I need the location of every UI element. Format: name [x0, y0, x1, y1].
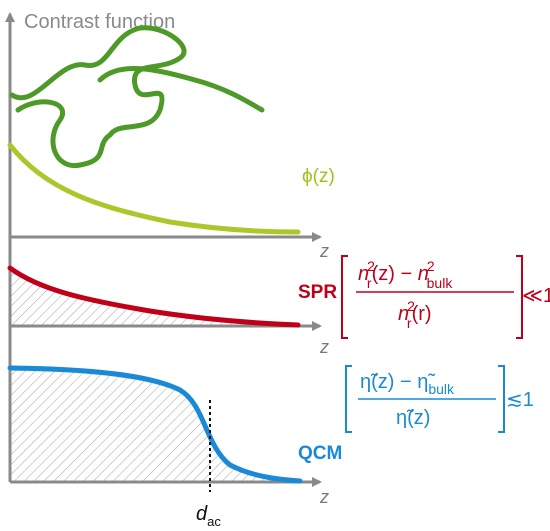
top-axis-label: z [319, 241, 329, 261]
polymer-chain-tail [97, 66, 265, 113]
qcm-hatched-area [10, 368, 300, 482]
phi-curve [7, 142, 301, 235]
spr-right-bracket [516, 255, 523, 339]
qcm-denominator: η̃(z) [396, 407, 430, 429]
spr-left-bracket [341, 255, 348, 339]
qcm-label: QCM [298, 443, 342, 464]
qcm-relation: ≲1 [506, 389, 534, 411]
polymer-chain-loops [9, 25, 187, 168]
spr-curve [7, 265, 301, 328]
spr-label: SPR [298, 282, 337, 303]
spr-hatched-area [10, 268, 300, 326]
qcm-curve [7, 365, 303, 484]
qcm-numerator: η̃(z) − η̃bulk [360, 371, 455, 397]
spr-relation: ≪1 [522, 285, 550, 307]
qcm-right-bracket [498, 365, 505, 433]
qcm-left-bracket [345, 365, 352, 433]
qcm-axis-label: z [319, 487, 329, 507]
qcm-formula: η̃(z) − η̃bulk η̃(z) ≲1 [345, 365, 534, 433]
spr-axis-label: z [319, 337, 329, 357]
phi-label: ϕ(z) [302, 166, 335, 187]
dac-label: dac [196, 503, 221, 529]
